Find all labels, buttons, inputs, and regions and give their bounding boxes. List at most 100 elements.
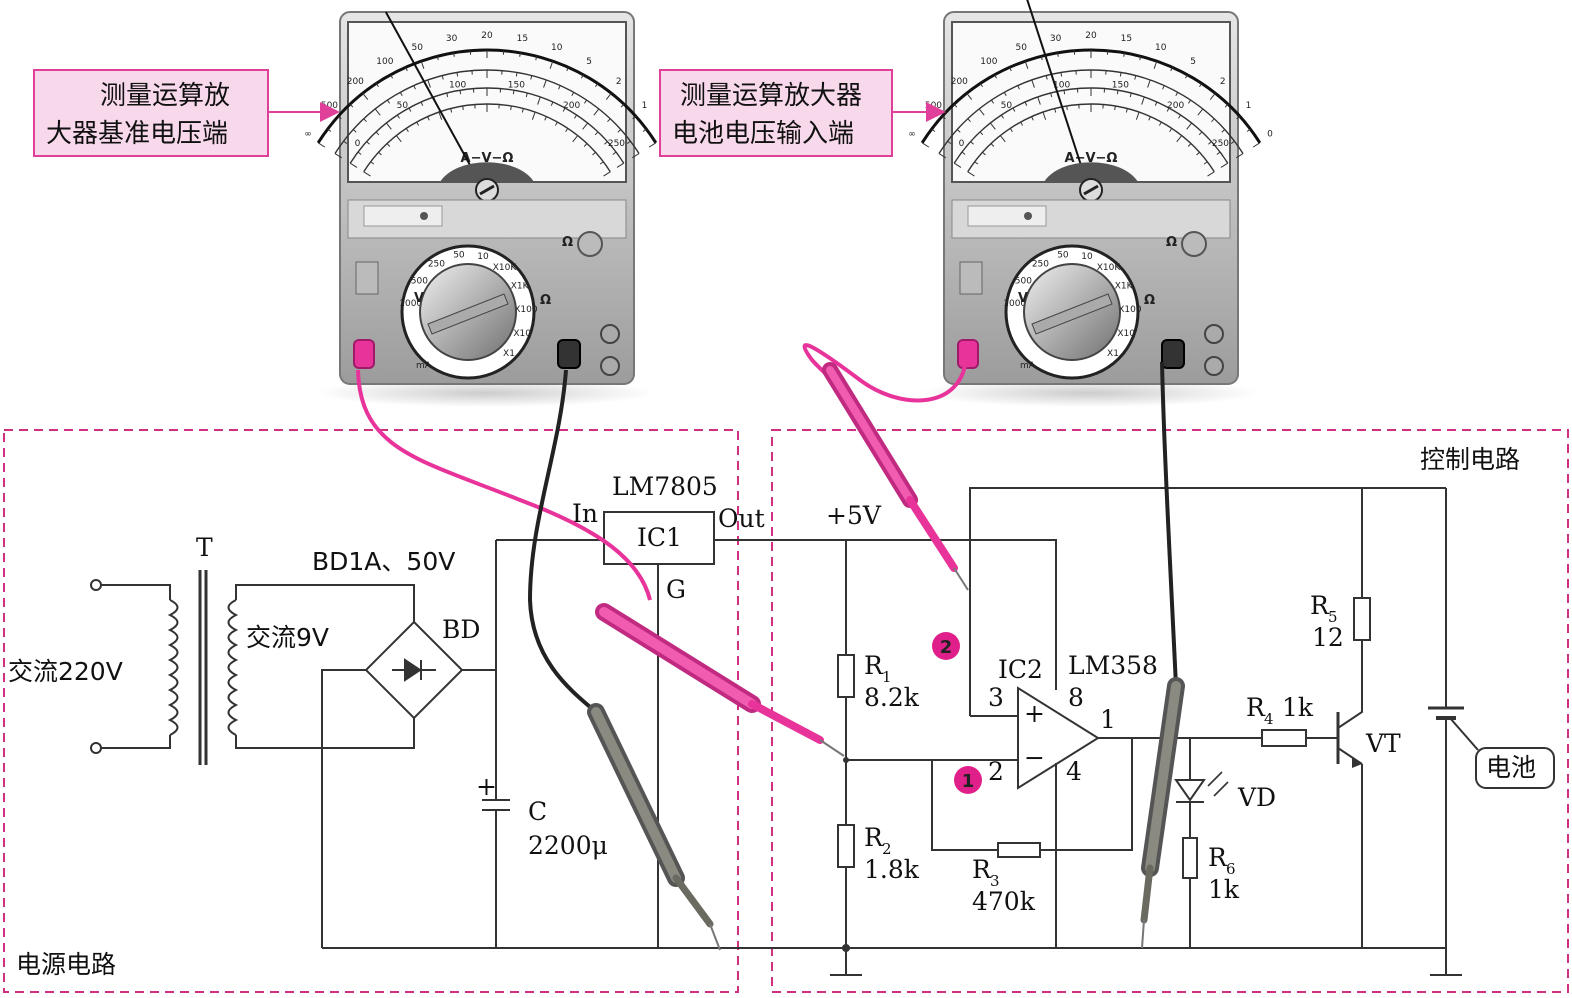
meter-scale-tick: [343, 140, 348, 144]
meter-scale-tick: [953, 103, 958, 108]
callout-left-line1: 测量运算放: [100, 81, 230, 111]
callout-left: 测量运算放 大器基准电压端: [33, 69, 340, 157]
meter-scale-tick: [978, 108, 985, 116]
meter-scale-tick: [595, 83, 599, 88]
callout-right-line1: 测量运算放大器: [680, 81, 862, 111]
meter-scale-tick: [994, 74, 998, 79]
meter-dc-scale-label: 0: [355, 139, 361, 149]
meter-scale-tick: [427, 116, 430, 121]
jack-aux-1[interactable]: [600, 324, 620, 344]
range-selector-pointer: [427, 293, 509, 335]
range-selector-label: 250: [428, 259, 445, 269]
meter-scale-tick: [436, 56, 439, 61]
jack-aux-1[interactable]: [1204, 324, 1224, 344]
meter-scale-tick: [967, 171, 975, 177]
meter-scale-tick: [1178, 114, 1182, 119]
meter-ohm-scale-label: 50: [1016, 43, 1028, 53]
meter-ohm-scale-label: 15: [517, 34, 528, 44]
battery-label: 电池: [1486, 753, 1536, 782]
meter-scale-tick: [979, 83, 983, 88]
meter-scale-tick: [531, 111, 536, 120]
regulator-out-label: Out: [718, 504, 765, 533]
meter-scale-tick: [990, 99, 995, 104]
meter-scale-tick: [1024, 60, 1029, 69]
meter-scale-tick: [1246, 128, 1251, 132]
r6-subscript: 6: [1226, 860, 1236, 878]
power-wiring: [100, 511, 846, 949]
meter-scale-tick: [427, 79, 431, 88]
point-1-label: 1: [962, 771, 975, 792]
meter-scale-tick: [375, 131, 380, 136]
meter-scale-tick: [1162, 85, 1165, 90]
meter-scale-tick: [420, 101, 424, 106]
meter-scale-tick: [1123, 52, 1125, 57]
jack-common[interactable]: [1161, 339, 1185, 369]
opamp-plus: +: [1024, 699, 1045, 728]
power-section-boundary: [3, 429, 739, 993]
meter-scale-tick: [1196, 151, 1200, 156]
meter-ohm-scale-label: 20: [1085, 31, 1097, 41]
meter-scale-tick: [1129, 92, 1132, 98]
meter-dial-label: A−V−Ω: [461, 151, 514, 166]
meter-scale-tick: [1054, 108, 1057, 113]
meter-scale-tick: [1042, 111, 1047, 120]
ic2-part-label: LM358: [1068, 651, 1158, 680]
meter-scale-tick: [525, 92, 528, 98]
multimeter-left: ∞50020010050302015105210050100150200250A…: [304, 11, 669, 407]
meter-scale-tick: [592, 151, 596, 156]
meter-dc-scale-label: 200: [563, 101, 580, 111]
meter-scale-tick: [1147, 79, 1151, 88]
meter-scale-tick: [566, 67, 569, 72]
meter-indicator-led: [420, 212, 428, 220]
meter-ohm-scale-label: 30: [446, 34, 458, 44]
meter-scale-tick: [1020, 121, 1024, 126]
jack-positive[interactable]: [353, 339, 375, 369]
ohm-adjust-knob[interactable]: [1181, 231, 1207, 257]
meter-scale-tick: [1000, 114, 1004, 119]
meter-scale-tick: [599, 161, 604, 165]
callout-left-line2: 大器基准电压端: [46, 119, 228, 149]
meter-scale-tick: [1031, 79, 1035, 88]
meter-ohm-scale-label: 100: [376, 57, 393, 67]
meter-scale-tick: [571, 92, 575, 97]
meter-scale-tick: [1060, 72, 1063, 77]
zero-adjust-slot: [479, 184, 495, 196]
meter-scale-tick: [593, 108, 600, 116]
meter-scale-tick: [1114, 105, 1116, 111]
meter-scale-tick: [967, 118, 971, 123]
zero-adjust-slot: [1083, 184, 1099, 196]
meter-scale-tick: [550, 101, 554, 106]
r5-subscript: 5: [1328, 608, 1338, 626]
meter-scale-tick: [334, 153, 343, 159]
regulator-name-label: IC1: [637, 523, 682, 552]
meter-scale-tick: [982, 151, 986, 156]
meter-ohm-scale-label: 1: [642, 101, 648, 111]
left-red-probe: [595, 603, 845, 757]
meter-scale-tick: [1169, 128, 1173, 133]
jack-common[interactable]: [557, 339, 581, 369]
meter-scale-tick: [620, 103, 625, 108]
meter-ohm-scale-label: 1: [1246, 101, 1252, 111]
secondary-label: 交流9V: [246, 623, 329, 652]
meter-scale-tick: [362, 92, 369, 100]
jack-aux-2[interactable]: [1204, 356, 1224, 376]
meter-scale-tick: [1012, 107, 1016, 112]
meter-scale-tick: [549, 60, 554, 69]
meter-scale-tick: [537, 96, 541, 105]
jack-positive[interactable]: [957, 339, 979, 369]
meter-scale-tick: [446, 92, 449, 98]
range-selector-pointer: [1031, 293, 1113, 335]
point-1-marker: [954, 766, 982, 794]
meter-scale-tick: [349, 103, 354, 108]
meter-ohm-scale-label: 200: [347, 77, 364, 87]
jack-aux-2[interactable]: [600, 356, 620, 376]
ohm-adjust-knob[interactable]: [577, 231, 603, 257]
meter-scale-tick: [1235, 153, 1244, 159]
meter-scale-tick: [1199, 83, 1203, 88]
control-wiring: [830, 487, 1479, 976]
meter-scale-tick: [349, 162, 358, 168]
pin1-label: 1: [1100, 705, 1116, 734]
meter-scale-tick: [966, 92, 973, 100]
meter-scale-tick: [1141, 96, 1145, 105]
